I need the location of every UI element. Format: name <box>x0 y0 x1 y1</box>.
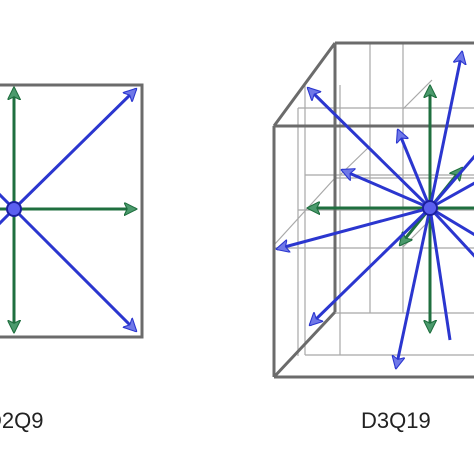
d3q19-arrow-diag-leftfront <box>277 206 431 249</box>
d3q19-arrow-diag-rightfront <box>428 206 474 258</box>
d3q19-frame <box>272 41 474 379</box>
d3q19-lattice <box>272 41 474 379</box>
d2q9-arrow-downright <box>12 207 136 331</box>
d2q9-frame <box>0 83 144 339</box>
d3q19-arrow-diag-downback <box>428 207 452 341</box>
d2q9-label: D2Q9 <box>0 408 44 433</box>
d3q19-arrow-diag-leftback <box>342 170 431 210</box>
d3q19-diagonal-arrows <box>277 52 474 368</box>
d3q19-arrow-diag-upleft <box>308 88 432 210</box>
d3q19-arrow-diag-rightup <box>429 181 474 210</box>
d2q9-arrow-upright <box>12 89 136 211</box>
d3q19-arrow-diag-upback <box>428 52 462 209</box>
d3q19-center-node <box>422 200 438 216</box>
d2q9-center-node <box>6 201 22 217</box>
d3q19-arrow-diag-downfront <box>396 207 432 368</box>
d3q19-arrow-diag-rightdown <box>429 206 474 237</box>
d3q19-arrow-diag-rightback <box>428 154 474 209</box>
d2q9-lattice <box>0 83 144 339</box>
d3q19-label: D3Q19 <box>361 408 431 433</box>
d3q19-arrow-diag-downleft <box>310 206 432 325</box>
d3q19-arrow-diag-upfront <box>398 130 432 209</box>
